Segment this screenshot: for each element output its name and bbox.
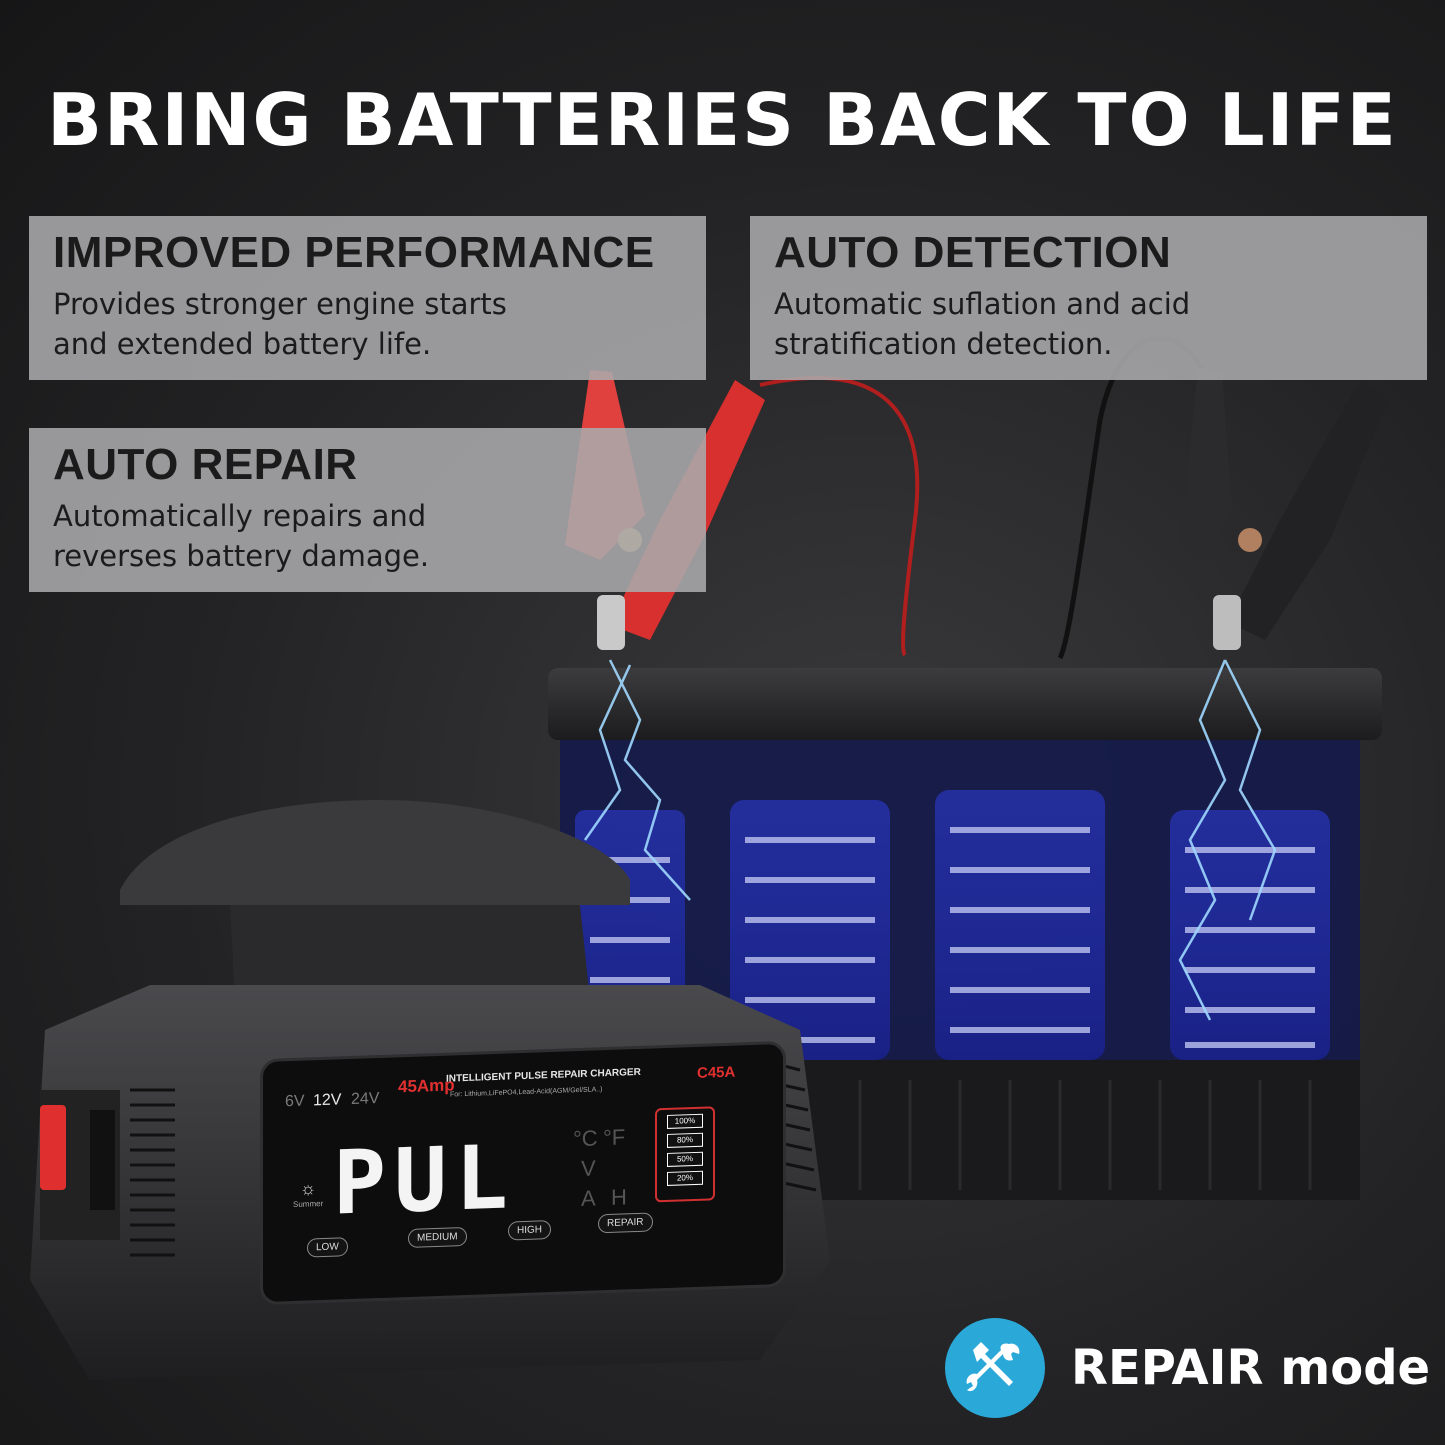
panel-title: INTELLIGENT PULSE REPAIR CHARGER — [446, 1066, 641, 1085]
page-headline: BRING BATTERIES BACK TO LIFE — [47, 78, 1398, 162]
unit-hour: H — [611, 1184, 627, 1210]
level-50: 50% — [667, 1151, 703, 1167]
season-label: Summer — [293, 1198, 324, 1210]
mode-button-low[interactable]: LOW — [307, 1237, 348, 1258]
feature-text: Provides stronger engine starts and exte… — [53, 287, 507, 362]
feature-card-auto-repair: AUTO REPAIR Automatically repairs and re… — [29, 428, 706, 592]
repair-mode-label: REPAIR mode — [1071, 1340, 1431, 1396]
feature-text: Automatically repairs and reverses batte… — [53, 499, 430, 574]
battery-level-indicator: 100% 80% 50% 20% — [655, 1106, 715, 1203]
level-80: 80% — [667, 1132, 703, 1148]
feature-title: AUTO DETECTION — [774, 228, 1172, 277]
wrench-screwdriver-icon — [945, 1318, 1045, 1418]
mode-button-high[interactable]: HIGH — [508, 1220, 551, 1241]
mode-button-repair[interactable]: REPAIR — [598, 1212, 653, 1234]
model-number: C45A — [697, 1063, 736, 1082]
voltage-24v: 24V — [351, 1090, 380, 1109]
black-clamp — [1180, 368, 1388, 650]
lightning-effect — [583, 659, 1277, 1021]
black-cable — [1057, 335, 1208, 660]
feature-title: AUTO REPAIR — [53, 440, 358, 489]
feature-card-auto-detection: AUTO DETECTION Automatic suflation and a… — [750, 216, 1427, 380]
feature-text: Automatic suflation and acid stratificat… — [774, 287, 1191, 362]
voltage-12v: 12V — [313, 1091, 342, 1110]
level-20: 20% — [667, 1170, 703, 1186]
red-cable — [759, 375, 920, 657]
mode-button-medium[interactable]: MEDIUM — [408, 1226, 467, 1249]
unit-celsius: °C — [573, 1125, 598, 1152]
voltage-6v: 6V — [285, 1092, 305, 1111]
unit-amp: A — [581, 1185, 596, 1211]
season-indicator: ☼ Summer — [293, 1178, 323, 1209]
feature-title: IMPROVED PERFORMANCE — [53, 228, 655, 277]
battery-cells — [575, 790, 1330, 1060]
power-switch — [40, 1105, 66, 1190]
feature-card-improved-performance: IMPROVED PERFORMANCE Provides stronger e… — [29, 216, 706, 380]
unit-volt: V — [581, 1155, 596, 1181]
charger-control-panel: 6V 12V 24V 45Amp INTELLIGENT PULSE REPAI… — [260, 1040, 786, 1306]
led-display: PUL — [333, 1125, 516, 1235]
level-100: 100% — [667, 1113, 703, 1129]
sun-icon: ☼ — [299, 1178, 317, 1199]
repair-mode-badge: REPAIR mode — [945, 1318, 1430, 1418]
panel-subtitle: For: Lithium,LiFePO4,Lead-Acid(AGM/Gel/S… — [450, 1086, 603, 1099]
unit-fahrenheit: °F — [603, 1124, 626, 1151]
